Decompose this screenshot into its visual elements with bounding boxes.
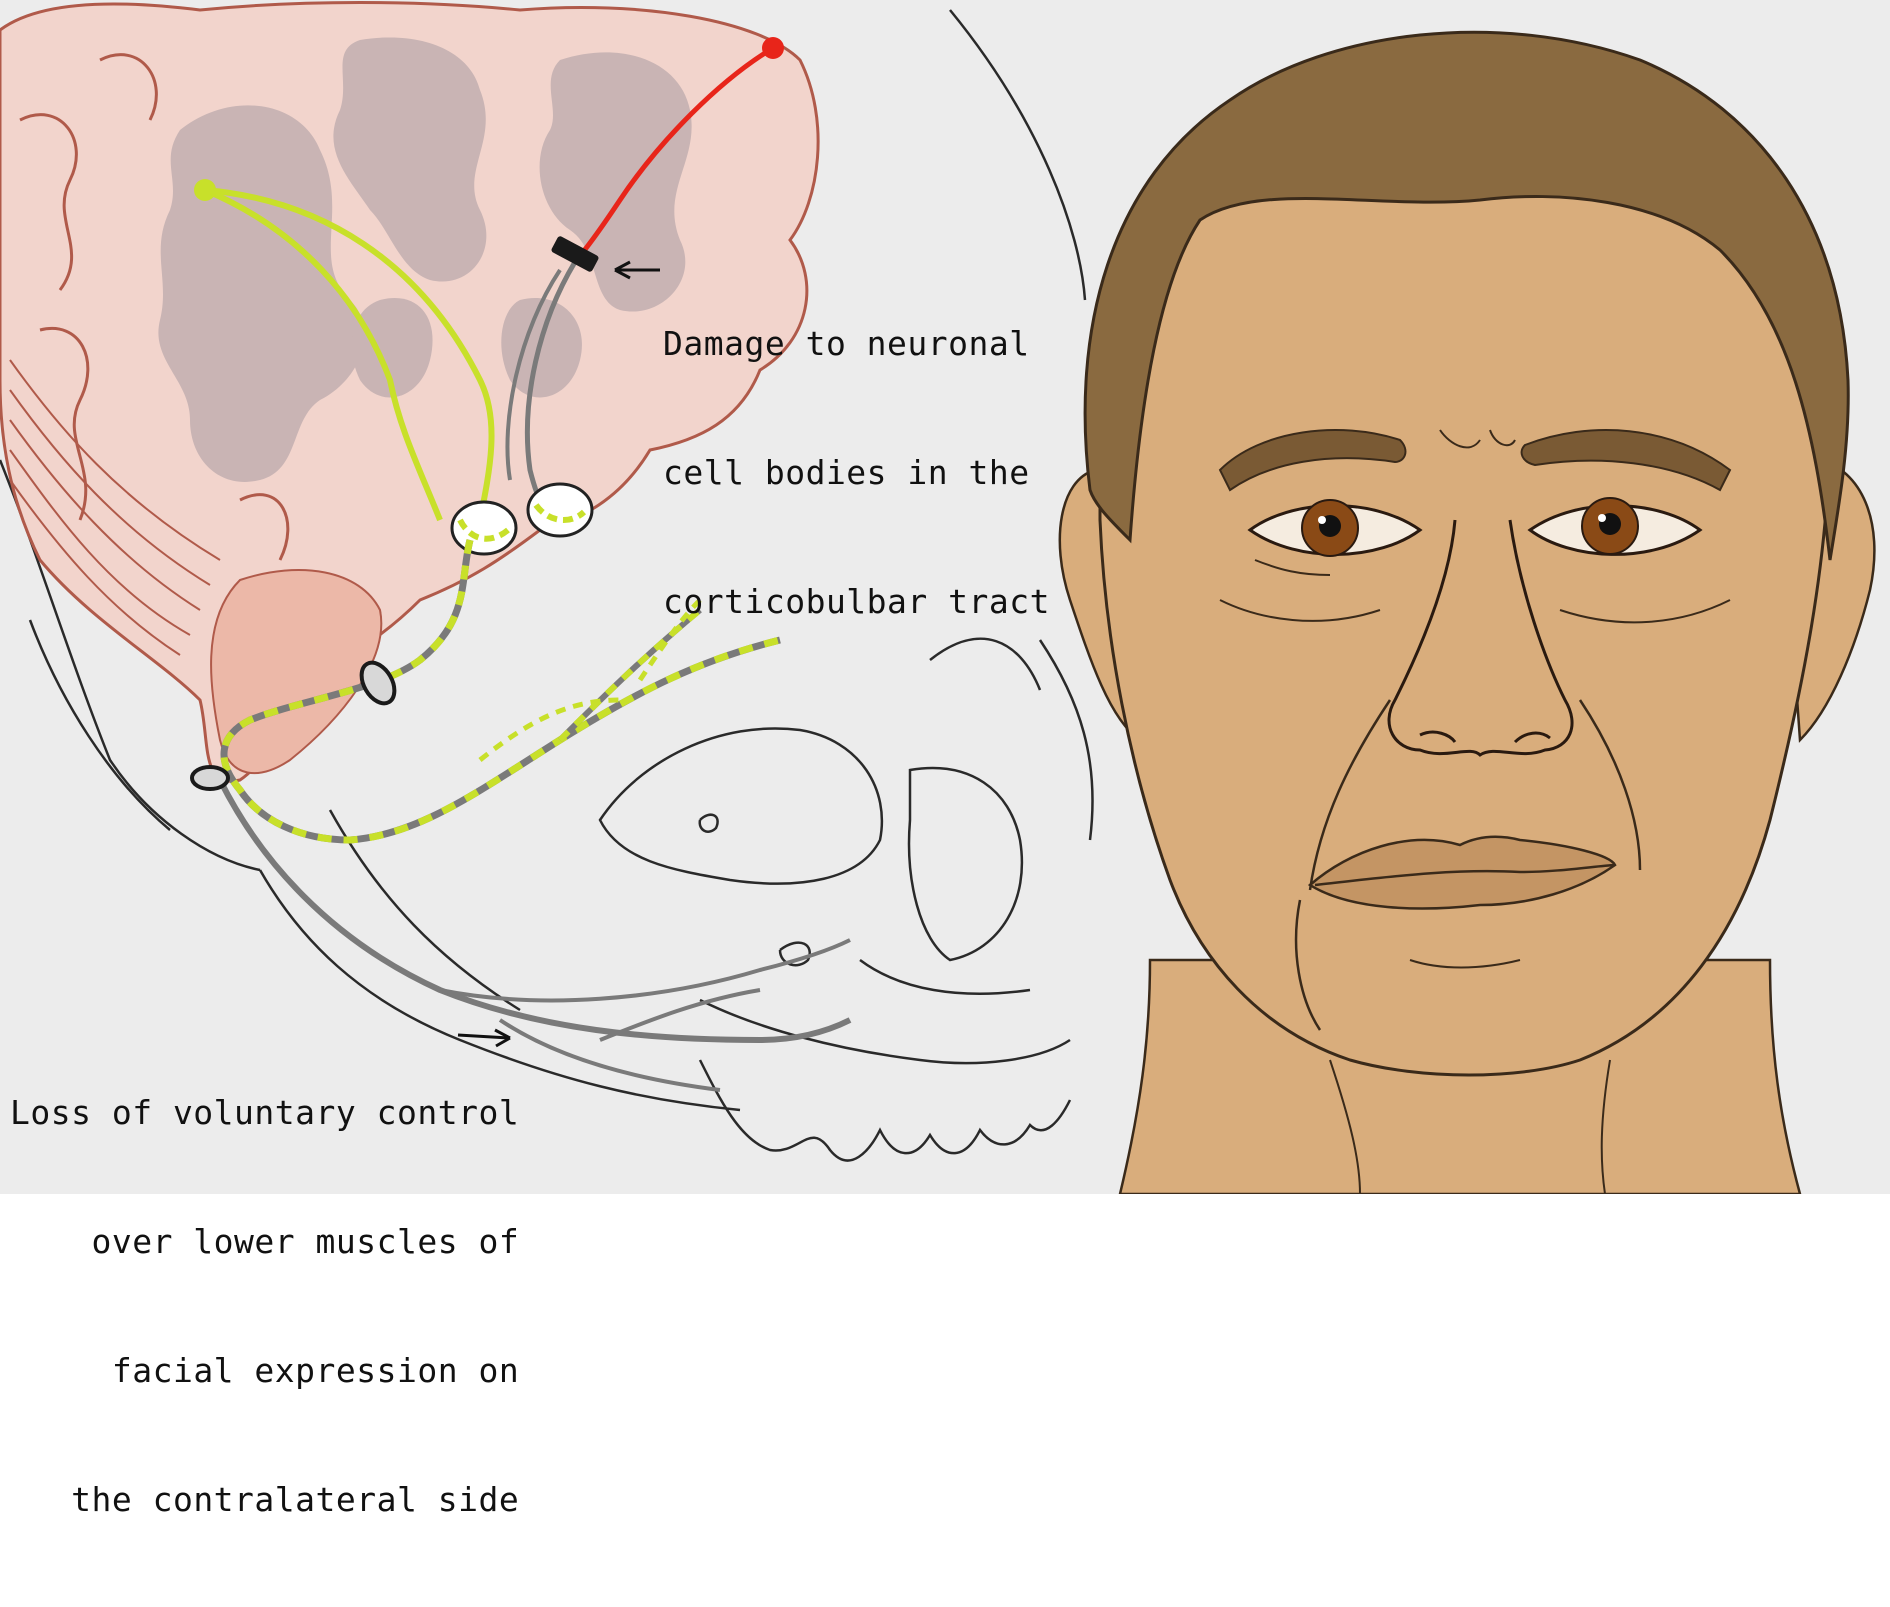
annotation-loss-line: facial expression on (10, 1349, 519, 1392)
annotation-damage-line: Damage to neuronal (663, 322, 1050, 365)
annotation-loss-line: over lower muscles of (10, 1220, 519, 1263)
annotation-damage-line: cell bodies in the (663, 451, 1050, 494)
annotation-damage-line: corticobulbar tract (663, 580, 1050, 623)
ganglion-lower (192, 767, 228, 789)
red-origin-dot (762, 37, 784, 59)
green-origin-dot (194, 179, 216, 201)
annotation-loss-line: Loss of voluntary control (10, 1091, 519, 1134)
annotation-damage: Damage to neuronal cell bodies in the co… (663, 236, 1050, 709)
annotation-loss: Loss of voluntary control over lower mus… (10, 1005, 519, 1607)
annotation-loss-line: the contralateral side (10, 1478, 519, 1521)
illustration-canvas: Damage to neuronal cell bodies in the co… (0, 0, 1890, 1194)
face-portrait (1060, 32, 1875, 1194)
